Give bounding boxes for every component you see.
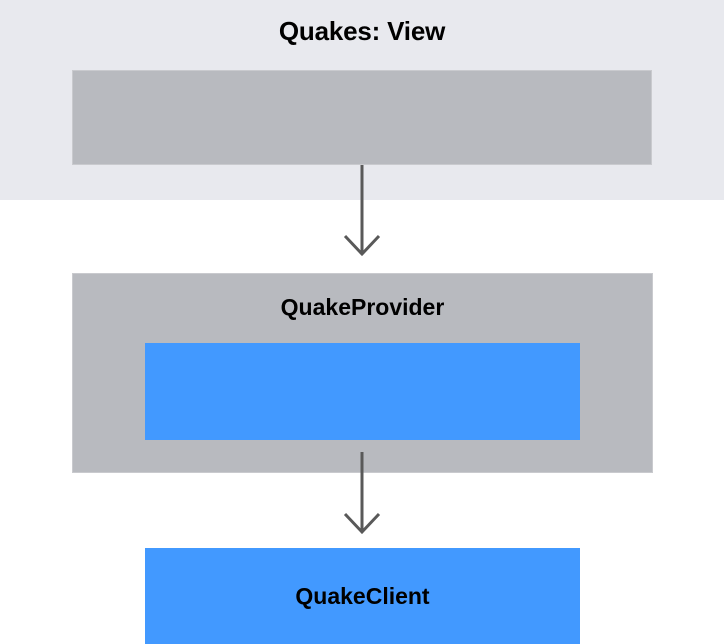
quake-provider-label: QuakeProvider: [280, 294, 445, 320]
provider-inner-block[interactable]: [145, 343, 580, 440]
arrow-provider-to-client: [343, 452, 381, 535]
quake-client-block[interactable]: [145, 548, 580, 644]
diagram-title: Quakes: View: [278, 16, 446, 46]
arrow-view-to-provider: [343, 165, 381, 257]
view-panel-block[interactable]: [72, 70, 652, 165]
quake-client-label: QuakeClient: [295, 583, 430, 609]
